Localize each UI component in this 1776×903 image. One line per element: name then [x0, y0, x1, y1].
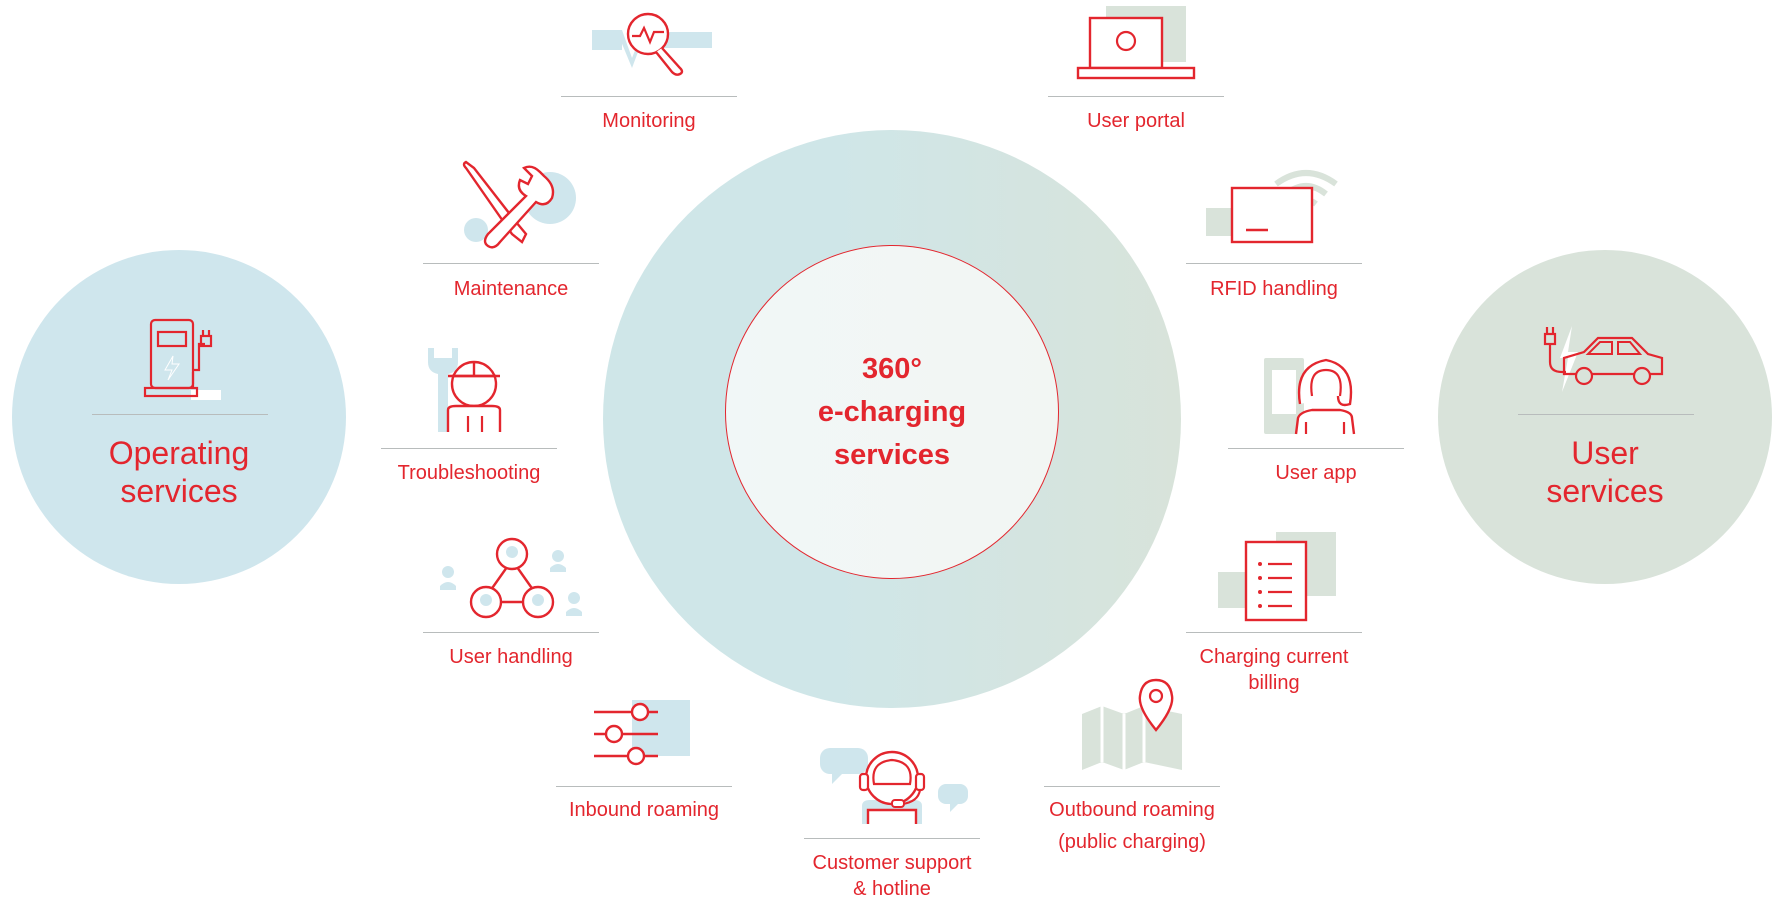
outbound-roaming-label: Outbound roaming (public charging): [1017, 797, 1247, 855]
user-handling-rule: [423, 632, 599, 633]
outbound-label-line1: Outbound roaming: [1049, 799, 1215, 821]
billing-rule: [1186, 632, 1362, 633]
operating-divider: [92, 414, 268, 415]
user-label-line2: services: [1546, 473, 1664, 509]
operating-services-label: Operating services: [49, 434, 309, 510]
center-circle: 360° e-charging services: [725, 245, 1059, 579]
support-label-line1: Customer support: [812, 852, 972, 874]
inbound-roaming-rule: [556, 786, 732, 787]
user-app-label: User app: [1275, 462, 1357, 484]
center-title-line3: services: [833, 438, 951, 471]
operating-label-line2: services: [120, 473, 238, 509]
center-title: 360° e-charging services: [762, 348, 1022, 477]
troubleshooting-label: Troubleshooting: [397, 462, 541, 484]
inbound-roaming-sliders-icon: [592, 698, 692, 766]
billing-label-line1: Charging current: [1199, 646, 1349, 668]
user-portal-laptop-icon: [1076, 6, 1196, 80]
user-app-person-icon: [1264, 356, 1364, 435]
rfid-rule: [1186, 263, 1362, 264]
billing-document-icon: [1218, 532, 1338, 622]
operating-label-line1: Operating: [108, 435, 250, 471]
support-label-line2: & hotline: [853, 878, 931, 900]
rfid-card-icon: [1206, 168, 1338, 244]
center-title-line2: e-charging: [817, 395, 967, 428]
inbound-roaming-label: Inbound roaming: [568, 799, 720, 821]
electric-car-icon: [1540, 322, 1665, 392]
user-handling-label: User handling: [449, 646, 573, 668]
maintenance-tools-icon: [460, 160, 580, 252]
monitoring-rule: [561, 96, 737, 97]
user-portal-rule: [1048, 96, 1224, 97]
billing-label: Charging current billing: [1159, 644, 1389, 696]
customer-support-label: Customer support & hotline: [777, 850, 1007, 902]
maintenance-rule: [423, 263, 599, 264]
center-title-line1: 360°: [862, 352, 922, 385]
user-handling-network-icon: [440, 536, 586, 622]
user-services-label: User services: [1475, 434, 1735, 510]
outbound-label-line2: (public charging): [1058, 831, 1206, 853]
charging-station-icon: [143, 318, 223, 400]
user-label-line1: User: [1571, 435, 1639, 471]
outbound-roaming-map-icon: [1082, 678, 1188, 770]
operating-services-circle: [12, 250, 346, 584]
user-app-rule: [1228, 448, 1404, 449]
customer-support-rule: [804, 838, 980, 839]
user-portal-label: User portal: [1087, 110, 1185, 132]
troubleshooting-rule: [381, 448, 557, 449]
maintenance-label: Maintenance: [453, 278, 569, 300]
user-services-circle: [1438, 250, 1772, 584]
monitoring-icon: [592, 8, 712, 78]
monitoring-label: Monitoring: [602, 110, 696, 132]
outbound-roaming-rule: [1044, 786, 1220, 787]
troubleshooting-technician-icon: [424, 348, 514, 434]
customer-support-headset-icon: [818, 744, 970, 824]
billing-label-line2: billing: [1248, 672, 1300, 694]
user-divider: [1518, 414, 1694, 415]
rfid-label: RFID handling: [1210, 278, 1338, 300]
